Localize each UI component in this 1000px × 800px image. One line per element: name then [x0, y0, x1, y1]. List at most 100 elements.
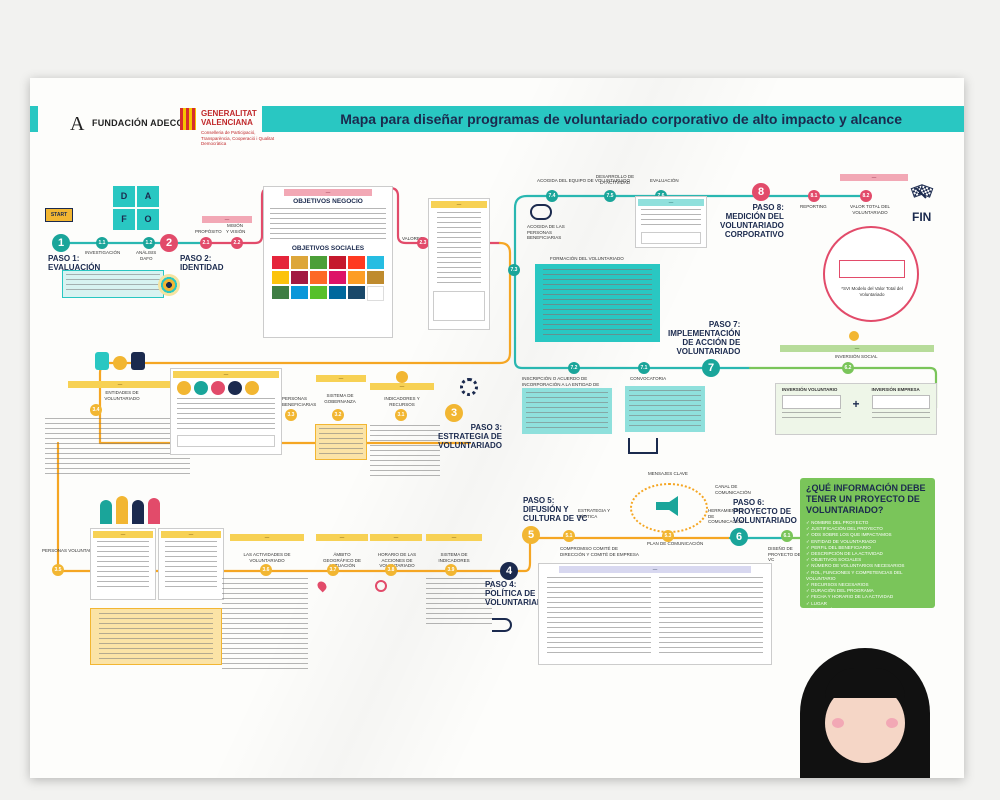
- project-info-item: ✓ ENTIDAD DE VOLUNTARIADO: [806, 538, 877, 544]
- project-info-item: ✓ DESCRIPCIÓN DE LA ACTIVIDAD: [806, 551, 883, 557]
- label-horario: HORARIO DE LAS ACCIONES DE VOLUNTARIADO: [377, 552, 417, 568]
- project-info-item: ✓ ROL, FUNCIONES Y COMPETENCIAS DEL VOLU…: [806, 569, 903, 581]
- project-info-item: ✓ INVERSIÓN SOCIAL: [806, 606, 855, 612]
- project-info-item: ✓ PERFIL DEL BENEFICIARIO: [806, 544, 871, 550]
- inversion-panel: INVERSIÓN VOLUNTARIO + INVERSIÓN EMPRESA: [775, 383, 937, 435]
- project-info-item: ✓ OBJETIVOS SOCIALES: [806, 557, 862, 563]
- clock-icon: [375, 580, 387, 592]
- indicadores-list: [370, 425, 440, 477]
- milestone-5-3[interactable]: 5.3: [662, 530, 674, 542]
- label-personas-voluntarias: PERSONAS VOLUNTARIAS: [42, 548, 100, 553]
- valores-head: —: [431, 201, 487, 208]
- milestone-3-7[interactable]: 3.7: [327, 564, 339, 576]
- objetivos-negocio-list: [270, 208, 386, 242]
- label-reporting: REPORTING: [800, 204, 827, 209]
- milestone-7-5[interactable]: 7.5: [604, 190, 616, 202]
- voluntarias-panel-a: —: [90, 528, 156, 600]
- evaluacion-panel: —: [635, 196, 707, 248]
- objetivos-panel: — OBJETIVOS NEGOCIO OBJETIVOS SOCIALES: [263, 186, 393, 338]
- milestone-3-8[interactable]: 3.8: [385, 564, 397, 576]
- milestone-7-1[interactable]: 7.1: [638, 362, 650, 374]
- target-icon: [158, 274, 180, 296]
- step-1-circle[interactable]: 1: [52, 234, 70, 252]
- label-inversion-voluntario: INVERSIÓN VOLUNTARIO: [782, 387, 838, 392]
- milestone-3-9[interactable]: 3.9: [445, 564, 457, 576]
- gobernanza-head: —: [316, 375, 366, 382]
- milestone-3-5[interactable]: 3.5: [52, 564, 64, 576]
- label-dafo: DAFO: [140, 256, 153, 261]
- step-2-label: PASO 2:IDENTIDAD: [180, 254, 224, 272]
- step-3-circle[interactable]: 3: [445, 404, 463, 422]
- label-herramientas: HERRAMIENTAS DE COMUNICACIÓN: [708, 508, 744, 524]
- step-7-circle[interactable]: 7: [702, 359, 720, 377]
- generalitat-logo-text: GENERALITAT VALENCIANA: [201, 109, 257, 127]
- start-sign: START: [45, 208, 73, 222]
- project-info-item: ✓ NÚMERO DE VOLUNTARIOS NECESARIOS: [806, 563, 905, 569]
- girl-illustration: [780, 638, 950, 778]
- milestone-7-3[interactable]: 7.3: [508, 264, 520, 276]
- milestone-2-1[interactable]: 2.1: [200, 237, 212, 249]
- label-canal: CANAL DE COMUNICACIÓN: [715, 484, 751, 495]
- milestone-2-3[interactable]: 2.3: [417, 237, 429, 249]
- objetivos-head: —: [284, 189, 372, 196]
- project-info-item: ✓ RECURSOS NECESARIOS: [806, 582, 869, 588]
- page-title: Mapa para diseñar programas de voluntari…: [340, 111, 902, 127]
- step-5-circle[interactable]: 5: [522, 526, 540, 544]
- milestone-7-4[interactable]: 7.4: [546, 190, 558, 202]
- project-info-item: ✓ DURACIÓN DEL PROGRAMA: [806, 588, 874, 594]
- evaluation-info-box: [62, 270, 164, 298]
- line-green-right: [748, 366, 938, 410]
- milestone-3-1[interactable]: 3.1: [395, 409, 407, 421]
- formacion-box: [535, 264, 660, 342]
- milestone-7-2[interactable]: 7.2: [568, 362, 580, 374]
- label-convocatoria: CONVOCATORIA: [630, 376, 667, 381]
- milestone-3-4[interactable]: 3.4: [90, 404, 102, 416]
- dafo-a: A: [137, 186, 159, 207]
- milestone-8-2[interactable]: 8.2: [860, 190, 872, 202]
- label-desarrollo: DESARROLLO DE LA ACTIVIDAD: [595, 174, 635, 185]
- milestone-8-1[interactable]: 8.1: [808, 190, 820, 202]
- step-6-circle[interactable]: 6: [730, 528, 748, 546]
- gear-icon: [460, 378, 478, 396]
- beneficiarios-panel: —: [170, 368, 282, 455]
- milestone-3-6[interactable]: 3.6: [260, 564, 272, 576]
- label-formacion: FORMACIÓN DEL VOLUNTARIADO: [550, 256, 624, 261]
- roi-note: *SVI Modelo del Valor Total del Voluntar…: [841, 286, 903, 297]
- entidades-list: [45, 418, 190, 478]
- project-info-item: ✓ NOMBRE DEL PROYECTO: [806, 520, 869, 525]
- milestone-5-1[interactable]: 5.1: [563, 530, 575, 542]
- convocatoria-box: [625, 386, 705, 432]
- milestone-2-2[interactable]: 2.2: [231, 237, 243, 249]
- milestone-3-3[interactable]: 3.3: [285, 409, 297, 421]
- milestone-1-1[interactable]: 1.1: [96, 237, 108, 249]
- entidades-head: —: [68, 381, 172, 388]
- valor-head: —: [840, 174, 908, 181]
- milestone-1-2[interactable]: 1.2: [143, 237, 155, 249]
- label-evaluacion: EVALUACIÓN: [650, 178, 679, 183]
- label-ambito: ÁMBITO GEOGRÁFICO DE ACTUACIÓN: [322, 552, 361, 568]
- label-sistema-indicadores: SISTEMA DE INDICADORES: [438, 552, 470, 563]
- label-estrategia: ESTRATEGIA Y TÁCTICA: [578, 508, 611, 519]
- milestone-6-2[interactable]: 6.2: [842, 362, 854, 374]
- label-entidades: ENTIDADES DE VOLUNTARIADO: [104, 390, 140, 401]
- project-info-item: ✓ ODS SOBRE LOS QUE IMPACTAMOS: [806, 532, 892, 538]
- milestone-3-2[interactable]: 3.2: [332, 409, 344, 421]
- dafo-grid: D A F O: [113, 186, 159, 230]
- step-4-circle[interactable]: 4: [500, 562, 518, 580]
- handshake-icon: [530, 204, 552, 220]
- step-2-circle[interactable]: 2: [160, 234, 178, 252]
- label-investigacion: INVESTIGACIÓN: [85, 250, 121, 255]
- voluntarias-panel-b: —: [158, 528, 224, 600]
- step-1-label: PASO 1:EVALUACIÓN: [48, 254, 101, 272]
- generalitat-subtitle: Conselleria de Participació, Transparènc…: [201, 130, 275, 146]
- label-actividades: LAS ACTIVIDADES DE VOLUNTARIADO: [243, 552, 291, 563]
- step-8-circle[interactable]: 8: [752, 183, 770, 201]
- inversion-head: —: [780, 345, 934, 352]
- label-plan-com: PLAN DE COMUNICACIÓN: [647, 541, 704, 546]
- milestone-6-1[interactable]: 6.1: [781, 530, 793, 542]
- politica-table: —: [538, 563, 772, 665]
- gobernanza-box: [315, 424, 367, 460]
